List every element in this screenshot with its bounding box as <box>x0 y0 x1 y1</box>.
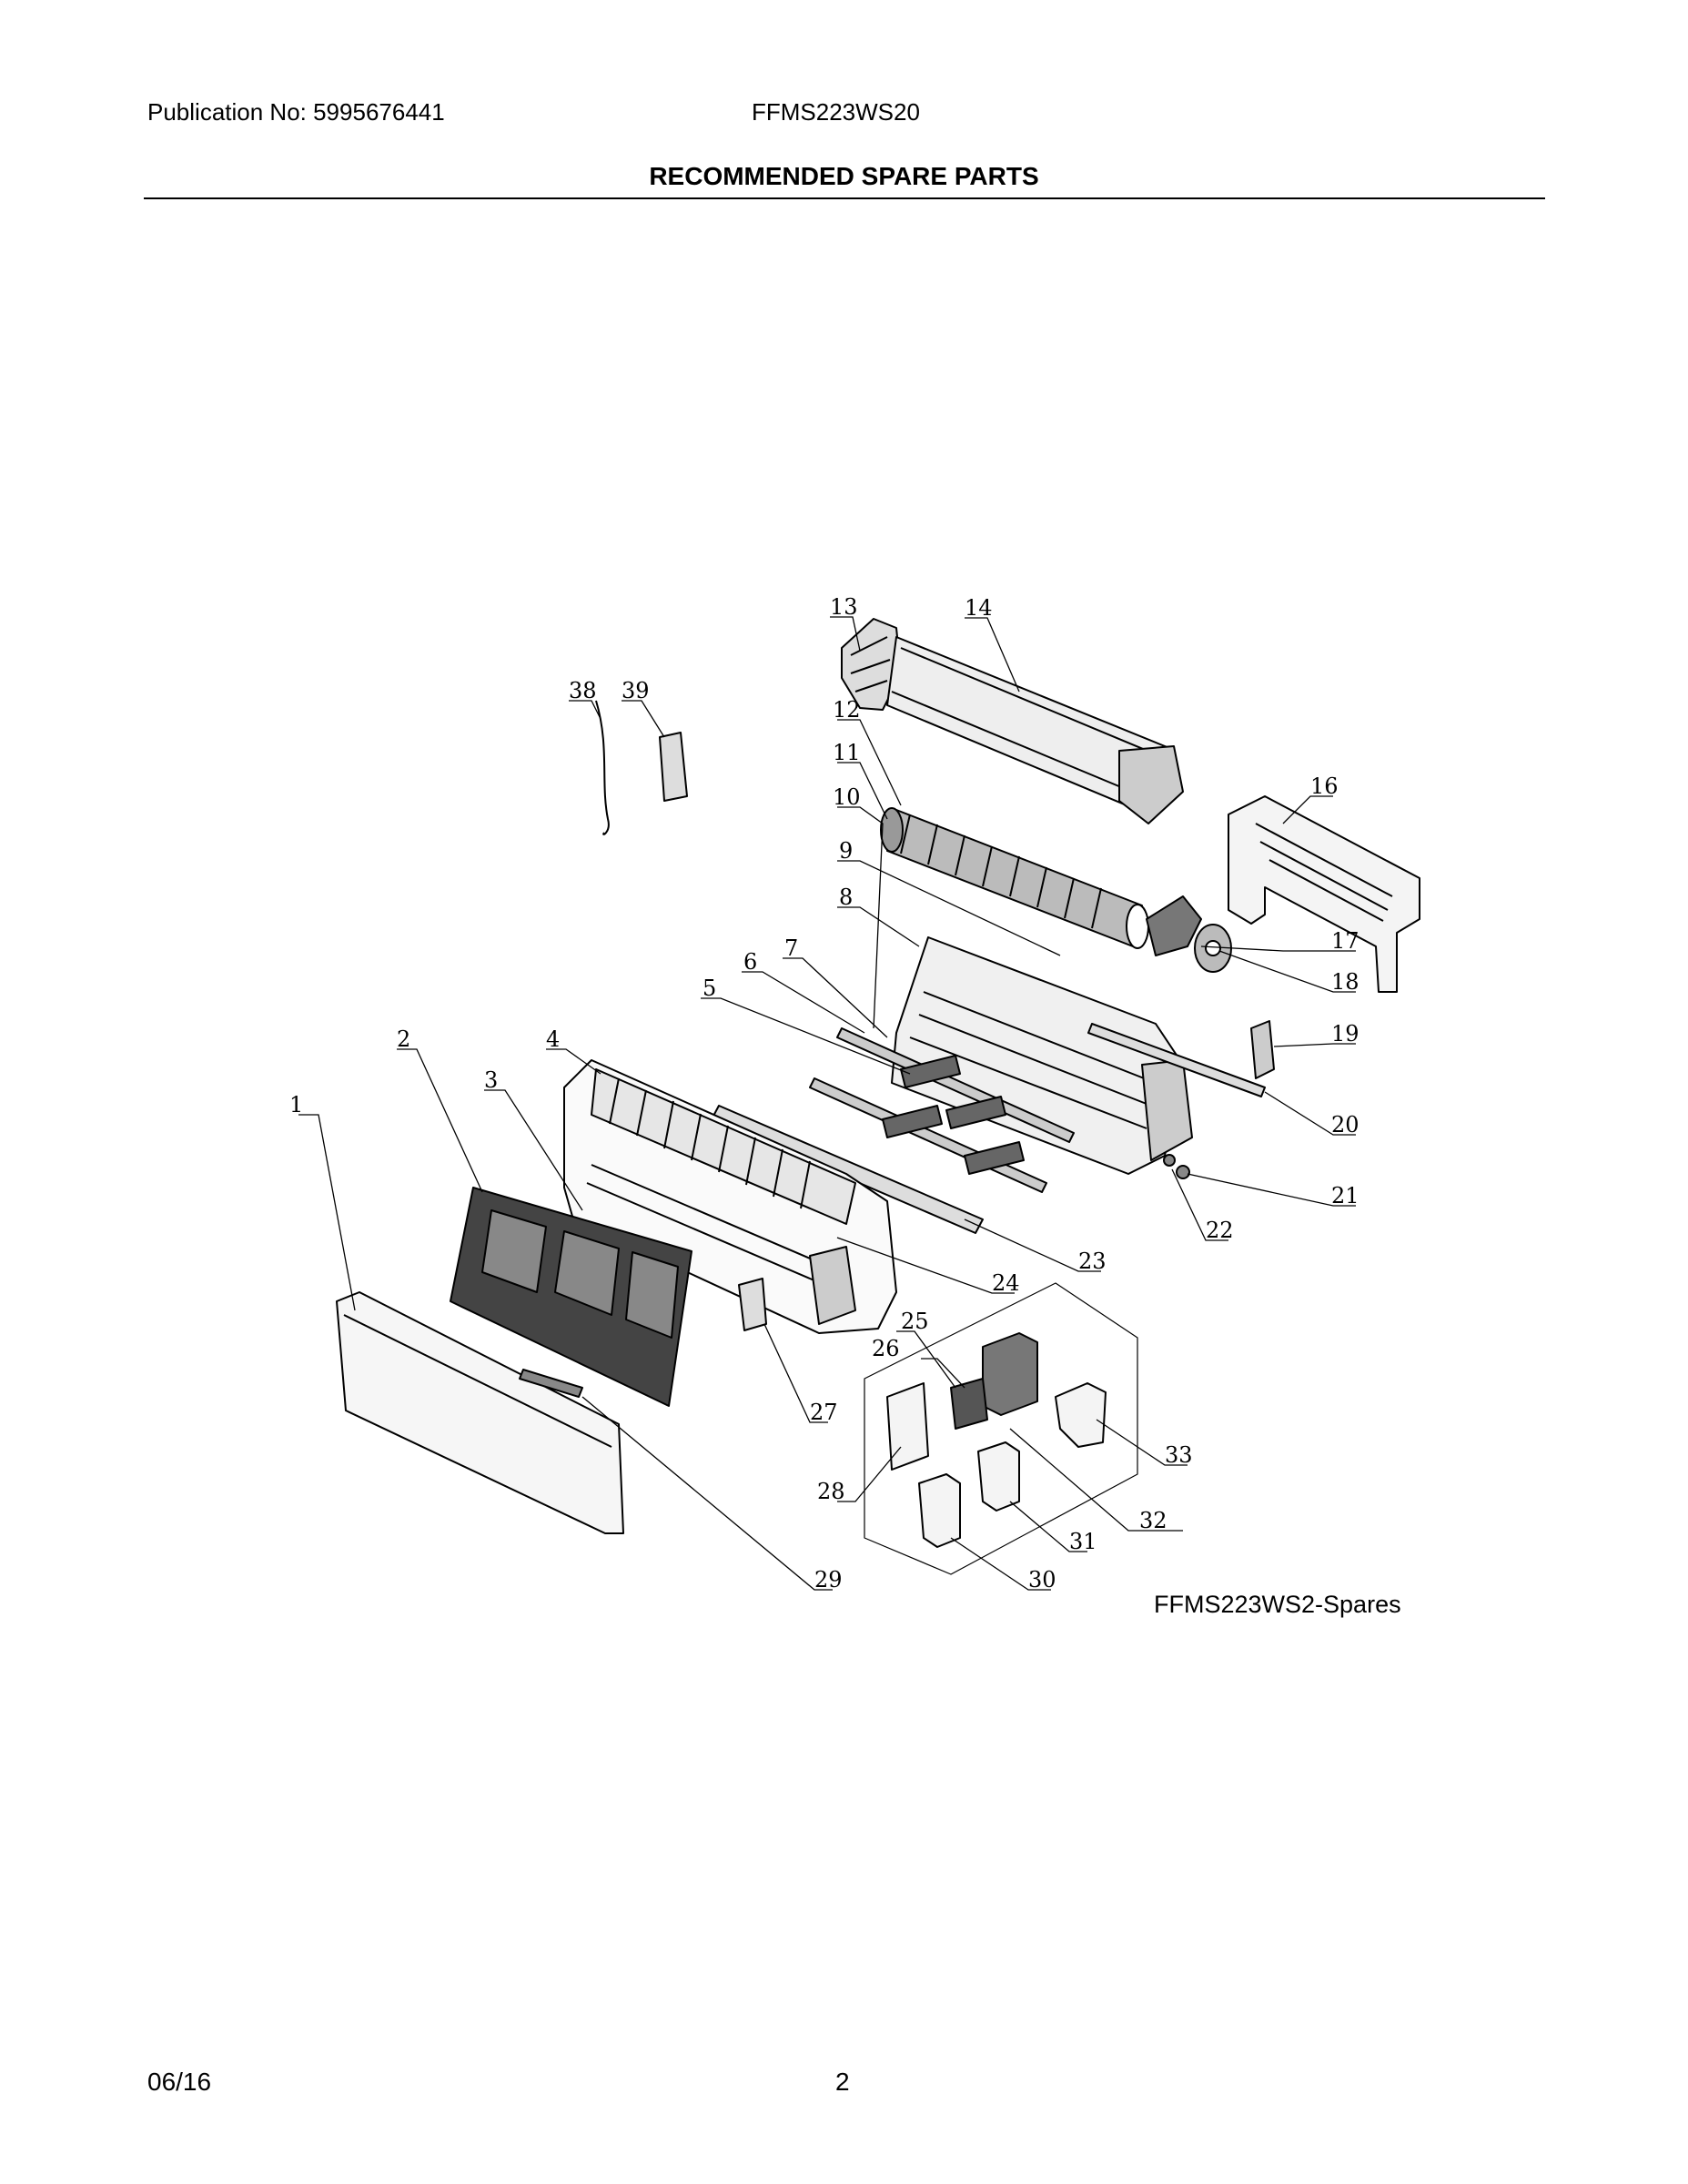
callout-10: 10 <box>833 784 861 810</box>
model-number: FFMS223WS20 <box>752 98 920 126</box>
part-1-front-panel <box>336 1291 624 1534</box>
callout-11: 11 <box>833 740 861 765</box>
callout-21: 21 <box>1331 1183 1359 1208</box>
callout-24: 24 <box>992 1270 1020 1296</box>
callout-28: 28 <box>817 1479 845 1504</box>
callout-1: 1 <box>289 1092 303 1117</box>
part-22-fitting <box>1163 1154 1176 1167</box>
part-25-electrical-box <box>950 1332 1038 1430</box>
part-21-fitting <box>1176 1165 1190 1179</box>
part-33-box-cover <box>1055 1382 1107 1448</box>
part-13-bracket <box>841 618 902 711</box>
publication-number: Publication No: 5995676441 <box>147 98 445 126</box>
part-38-cable <box>595 700 610 835</box>
callout-23: 23 <box>1078 1249 1107 1274</box>
callout-17: 17 <box>1331 928 1359 954</box>
callout-13: 13 <box>830 594 858 620</box>
part-30-terminal-cover <box>918 1473 961 1548</box>
callout-26: 26 <box>872 1336 900 1361</box>
page-title: RECOMMENDED SPARE PARTS <box>649 162 1039 190</box>
callout-14: 14 <box>965 595 993 621</box>
callout-29: 29 <box>814 1567 843 1592</box>
part-5-vanes <box>882 1055 1025 1175</box>
leader-lines <box>298 616 1356 1591</box>
part-8-chassis <box>891 936 1193 1175</box>
part-18-fan-motor <box>1146 895 1232 973</box>
part-19-side-bracket <box>1250 1020 1275 1079</box>
part-4-front-casing <box>563 1059 897 1334</box>
callout-8: 8 <box>839 885 853 910</box>
callout-18: 18 <box>1331 969 1359 995</box>
callout-32: 32 <box>1139 1508 1167 1533</box>
callout-labels: 1 2 3 4 5 6 7 8 9 10 11 12 13 14 16 17 1… <box>289 594 1359 1592</box>
callout-20: 20 <box>1331 1112 1359 1138</box>
part-16-mounting-plate <box>1228 795 1420 993</box>
callout-22: 22 <box>1206 1218 1234 1243</box>
part-31-terminal-cover <box>977 1441 1020 1512</box>
callout-6: 6 <box>743 949 757 975</box>
electrical-box-group-outline <box>864 1282 1138 1575</box>
part-12-cross-flow-fan <box>880 807 1149 949</box>
callout-25: 25 <box>901 1309 929 1334</box>
part-20-drain-rod <box>1087 1023 1266 1097</box>
callout-4: 4 <box>546 1026 560 1052</box>
callout-3: 3 <box>484 1067 498 1093</box>
callout-31: 31 <box>1069 1529 1097 1554</box>
callout-27: 27 <box>810 1400 838 1425</box>
part-29-display-strip <box>519 1369 583 1398</box>
callout-2: 2 <box>397 1026 410 1052</box>
callout-5: 5 <box>702 976 716 1001</box>
callout-12: 12 <box>833 697 861 723</box>
part-39-remote-control <box>659 732 688 802</box>
footer-date: 06/16 <box>147 2068 212 2096</box>
callout-9: 9 <box>839 838 853 864</box>
callout-16: 16 <box>1310 774 1339 799</box>
part-28-pcb-cover <box>886 1382 929 1471</box>
part-27-cover <box>738 1278 767 1331</box>
callout-19: 19 <box>1331 1021 1359 1046</box>
part-2-air-filter <box>450 1187 692 1407</box>
diagram-caption: FFMS223WS2-Spares <box>1154 1591 1401 1618</box>
callout-38: 38 <box>569 678 597 703</box>
callout-39: 39 <box>622 678 650 703</box>
title-rule <box>144 197 1545 199</box>
callout-33: 33 <box>1165 1442 1193 1468</box>
callout-30: 30 <box>1028 1567 1056 1592</box>
footer-page-number: 2 <box>835 2068 850 2096</box>
part-14-louver <box>886 636 1184 824</box>
callout-7: 7 <box>784 935 798 961</box>
